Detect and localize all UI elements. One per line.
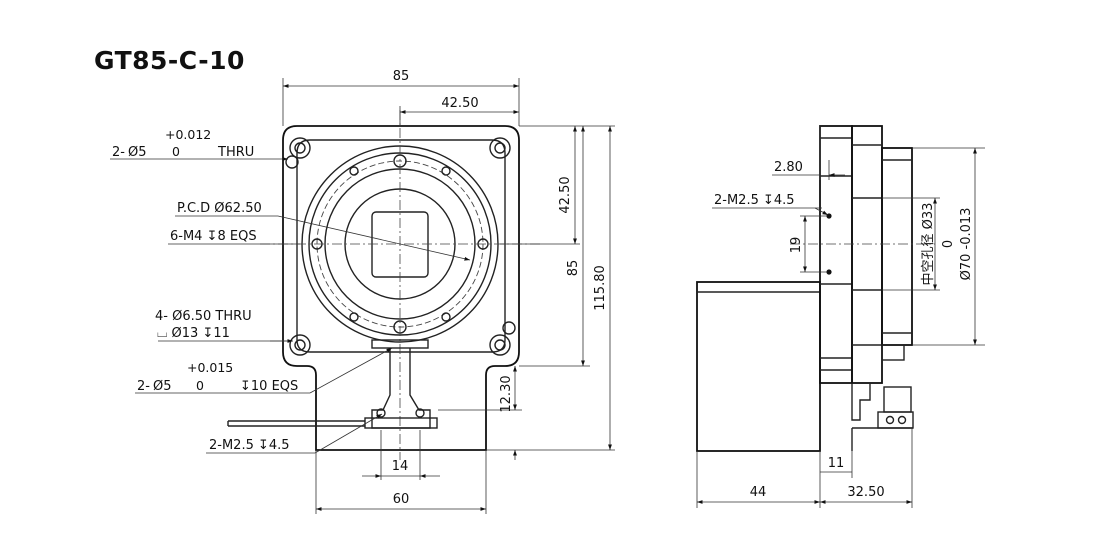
dim-slot-width: 14 bbox=[392, 459, 409, 474]
drawing-title: GT85-C-10 bbox=[94, 46, 245, 75]
callout-pin-bottom-dia: Ø5 bbox=[153, 379, 172, 394]
dim-body-length: 32.50 bbox=[847, 485, 884, 500]
dim-half-width: 42.50 bbox=[441, 96, 478, 111]
callout-mount-holes-line2: ⌴ Ø13 ↧11 bbox=[157, 326, 230, 341]
flange-plate bbox=[819, 125, 853, 384]
motor-body bbox=[696, 281, 821, 452]
dim-total-height: 115.80 bbox=[593, 265, 608, 311]
flange-inner-relief bbox=[296, 139, 506, 353]
dim-half-height: 42.50 bbox=[558, 176, 573, 213]
dim-pilot-tol-upper: 0 bbox=[941, 240, 956, 248]
side-tap-lower bbox=[826, 269, 832, 275]
callout-pin-top-dia: Ø5 bbox=[128, 145, 147, 160]
callout-pin-top-tol-upper: +0.012 bbox=[165, 127, 211, 142]
dim-pilot: Ø70 -0.013 bbox=[959, 208, 974, 281]
callout-pin-top-count: 2- bbox=[112, 145, 125, 160]
callout-tapped-holes: 6-M4 ↧8 EQS bbox=[170, 229, 257, 244]
dim-small-step: 11 bbox=[828, 456, 845, 471]
callout-pin-bottom-tol-lower: 0 bbox=[196, 378, 204, 393]
encoder-bracket bbox=[227, 339, 486, 429]
flange-outline bbox=[282, 125, 520, 451]
pin-hole-top bbox=[285, 155, 299, 169]
callout-pin-bottom-tol-upper: +0.015 bbox=[187, 360, 233, 375]
corner-holes bbox=[289, 137, 511, 356]
pin-hole-side bbox=[502, 321, 516, 335]
callout-mount-holes-line1: 4- Ø6.50 THRU bbox=[155, 309, 252, 324]
output-flange-side bbox=[881, 147, 913, 346]
callout-side-tap: 2-M2.5 ↧4.5 bbox=[714, 193, 795, 208]
dim-flange-offset: 2.80 bbox=[774, 160, 803, 175]
callout-pin-bottom-count: 2- bbox=[137, 379, 150, 394]
dim-motor-length: 44 bbox=[750, 485, 767, 500]
dim-bottom-width: 60 bbox=[393, 492, 410, 507]
callout-pin-bottom-note: ↧10 EQS bbox=[240, 379, 298, 394]
dim-bore: 中空孔径 Ø33 bbox=[921, 203, 936, 286]
dim-bracket-height: 12.30 bbox=[499, 375, 514, 412]
dim-height: 85 bbox=[566, 260, 581, 277]
callout-pin-top-note: THRU bbox=[217, 145, 254, 160]
side-view: 2.80 2-M2.5 ↧4.5 19 中空孔径 Ø33 0 Ø70 -0.01… bbox=[696, 125, 985, 508]
callout-pin-top-tol-lower: 0 bbox=[172, 144, 180, 159]
callout-pcd: P.C.D Ø62.50 bbox=[177, 201, 262, 216]
dim-width-overall: 85 bbox=[393, 69, 410, 84]
callout-bracket-tap: 2-M2.5 ↧4.5 bbox=[209, 438, 290, 453]
side-bracket-a bbox=[851, 383, 871, 421]
dim-tap-spacing: 19 bbox=[789, 237, 804, 254]
front-view: 85 42.50 42.50 85 115.80 12.30 60 14 bbox=[110, 69, 615, 514]
